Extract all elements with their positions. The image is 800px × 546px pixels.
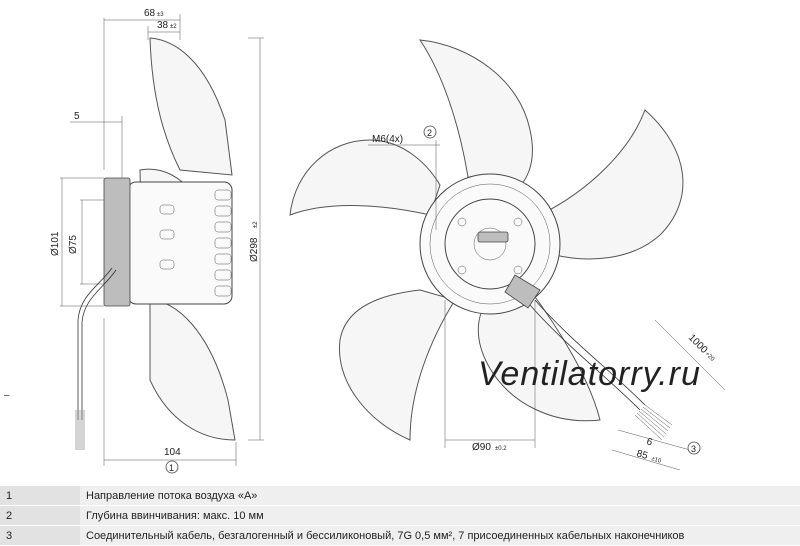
dim-68: 68 [144, 8, 156, 19]
front-blade-5 [289, 139, 441, 216]
legend-text: Соединительный кабель, безгалогенный и б… [80, 525, 800, 546]
front-cable-gland [504, 274, 541, 309]
watermark: Ventilatorry.ru [478, 355, 701, 393]
front-blade-3 [477, 289, 601, 422]
dim-85-tol: ±10 [650, 456, 662, 465]
callout-2: 2 [427, 128, 432, 138]
callout-1-circle [165, 460, 179, 474]
dim-5: 5 [74, 111, 80, 122]
legend-text: Направление потока воздуха «А» [80, 486, 800, 506]
side-mount-flange [103, 177, 131, 307]
front-mount-holes [457, 217, 523, 275]
dim-1000-tol: +20 [704, 351, 716, 363]
front-hub-inner [444, 198, 536, 290]
side-motor-hub [127, 181, 233, 305]
side-dimension-lines [60, 14, 264, 466]
side-cable [77, 267, 113, 420]
front-hub-center [473, 227, 507, 261]
front-blade-1 [418, 39, 533, 196]
legend-row: 1 Направление потока воздуха «А» [0, 486, 800, 506]
side-hub-ribs [159, 189, 232, 297]
legend-number: 3 [0, 525, 80, 546]
dim-90: Ø90 [472, 442, 491, 453]
callout-3-circle [687, 441, 701, 455]
dim-298: Ø298 [249, 237, 260, 262]
callout-3: 3 [691, 444, 696, 454]
dim-6: 6 [645, 436, 654, 448]
legend-row: 3 Соединительный кабель, безгалогенный и… [0, 525, 800, 546]
callout-1: 1 [169, 463, 174, 473]
side-view: 68 ±3 38 ±2 5 Ø101 Ø75 Ø298 ±2 104 1 – [4, 8, 264, 474]
dim-104: 104 [164, 447, 181, 458]
front-view: M6(4x) 2 1000 +20 Ø90 ±0.2 6 85 ±10 3 [289, 39, 726, 471]
front-cable [534, 299, 646, 406]
front-blade-2 [539, 109, 684, 260]
dim-85: 85 [635, 448, 649, 462]
front-blade-4 [338, 289, 456, 441]
dim-101: Ø101 [50, 231, 61, 256]
dim-90-tol: ±0.2 [495, 446, 507, 452]
left-edge-mark: – [4, 390, 10, 401]
legend-number: 1 [0, 486, 80, 506]
side-blade-lower [149, 299, 236, 441]
front-cable-ends [634, 404, 673, 441]
side-cable-ends [75, 410, 85, 450]
callout-2-circle [423, 125, 437, 139]
legend-row: 2 Глубина ввинчивания: макс. 10 мм [0, 505, 800, 526]
dim-m6: M6(4x) [372, 134, 403, 145]
front-hub-ring [429, 183, 551, 305]
dim-38: 38 [157, 20, 169, 31]
dim-38-tol: ±2 [170, 24, 177, 30]
legend-table: 1 Направление потока воздуха «А» 2 Глуби… [0, 486, 800, 546]
dim-75: Ø75 [68, 235, 79, 254]
legend-text: Глубина ввинчивания: макс. 10 мм [80, 505, 800, 526]
side-blade-upper [149, 37, 233, 176]
dim-68-tol: ±3 [157, 12, 164, 18]
front-label-plate [477, 231, 509, 243]
legend-number: 2 [0, 505, 80, 526]
technical-drawing: 68 ±3 38 ±2 5 Ø101 Ø75 Ø298 ±2 104 1 – [4, 8, 726, 474]
front-dimension-lines [368, 140, 726, 471]
dim-298-tol: ±2 [253, 221, 259, 228]
